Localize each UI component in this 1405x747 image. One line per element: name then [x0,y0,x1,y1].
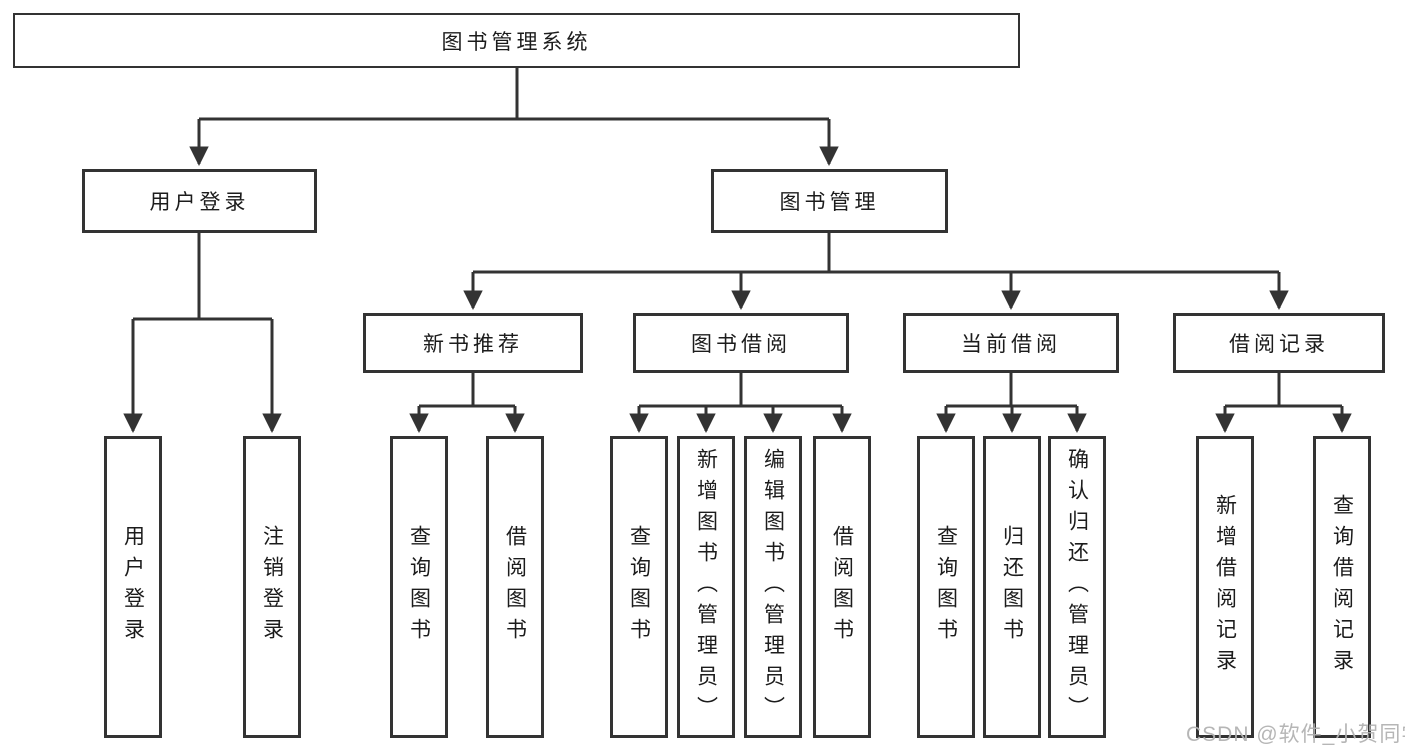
node-label: 借阅图书 [503,525,527,649]
leaf-borrow-query-books: 查询图书 [610,436,668,738]
leaf-newbook-borrow-books: 借阅图书 [486,436,544,738]
leaf-current-confirm-return-admin: 确认归还（管理员） [1048,436,1106,738]
node-label: 归还图书 [1000,525,1024,649]
node-book-borrow: 图书借阅 [633,313,849,373]
leaf-current-return-books: 归还图书 [983,436,1041,738]
node-label: 用户登录 [149,191,250,214]
node-label: 注销登录 [260,525,284,649]
node-label: 查询图书 [934,525,958,649]
watermark-text: CSDN @软件_小贺同学 [1186,723,1405,746]
node-label: 编辑图书（管理员） [761,447,785,727]
node-label: 新增图书（管理员） [694,447,718,727]
leaf-borrow-add-books-admin: 新增图书（管理员） [677,436,735,738]
leaf-records-query-borrow-record: 查询借阅记录 [1313,436,1371,738]
node-label: 借阅图书 [830,525,854,649]
node-label: 用户登录 [121,525,145,649]
node-new-book-recommend: 新书推荐 [363,313,583,373]
node-label: 图书管理 [779,191,880,214]
node-label: 新书推荐 [423,333,523,356]
leaf-current-query-books: 查询图书 [917,436,975,738]
node-label: 当前借阅 [961,333,1061,356]
node-borrow-records: 借阅记录 [1173,313,1385,373]
leaf-records-add-borrow-record: 新增借阅记录 [1196,436,1254,738]
leaf-borrow-edit-books-admin: 编辑图书（管理员） [744,436,802,738]
node-library-management-system: 图书管理系统 [13,13,1020,68]
node-label: 借阅记录 [1229,333,1329,356]
node-label: 图书借阅 [691,333,791,356]
node-label: 查询图书 [627,525,651,649]
leaf-newbook-query-books: 查询图书 [390,436,448,738]
node-current-borrow: 当前借阅 [903,313,1119,373]
node-label: 新增借阅记录 [1213,494,1237,680]
node-user-login: 用户登录 [82,169,317,233]
node-label: 查询图书 [407,525,431,649]
leaf-borrow-borrow-books: 借阅图书 [813,436,871,738]
leaf-user-login: 用户登录 [104,436,162,738]
leaf-logout-login: 注销登录 [243,436,301,738]
node-label: 查询借阅记录 [1330,494,1354,680]
node-book-management: 图书管理 [711,169,948,233]
node-label: 确认归还（管理员） [1065,447,1089,727]
node-label: 图书管理系统 [441,30,592,54]
